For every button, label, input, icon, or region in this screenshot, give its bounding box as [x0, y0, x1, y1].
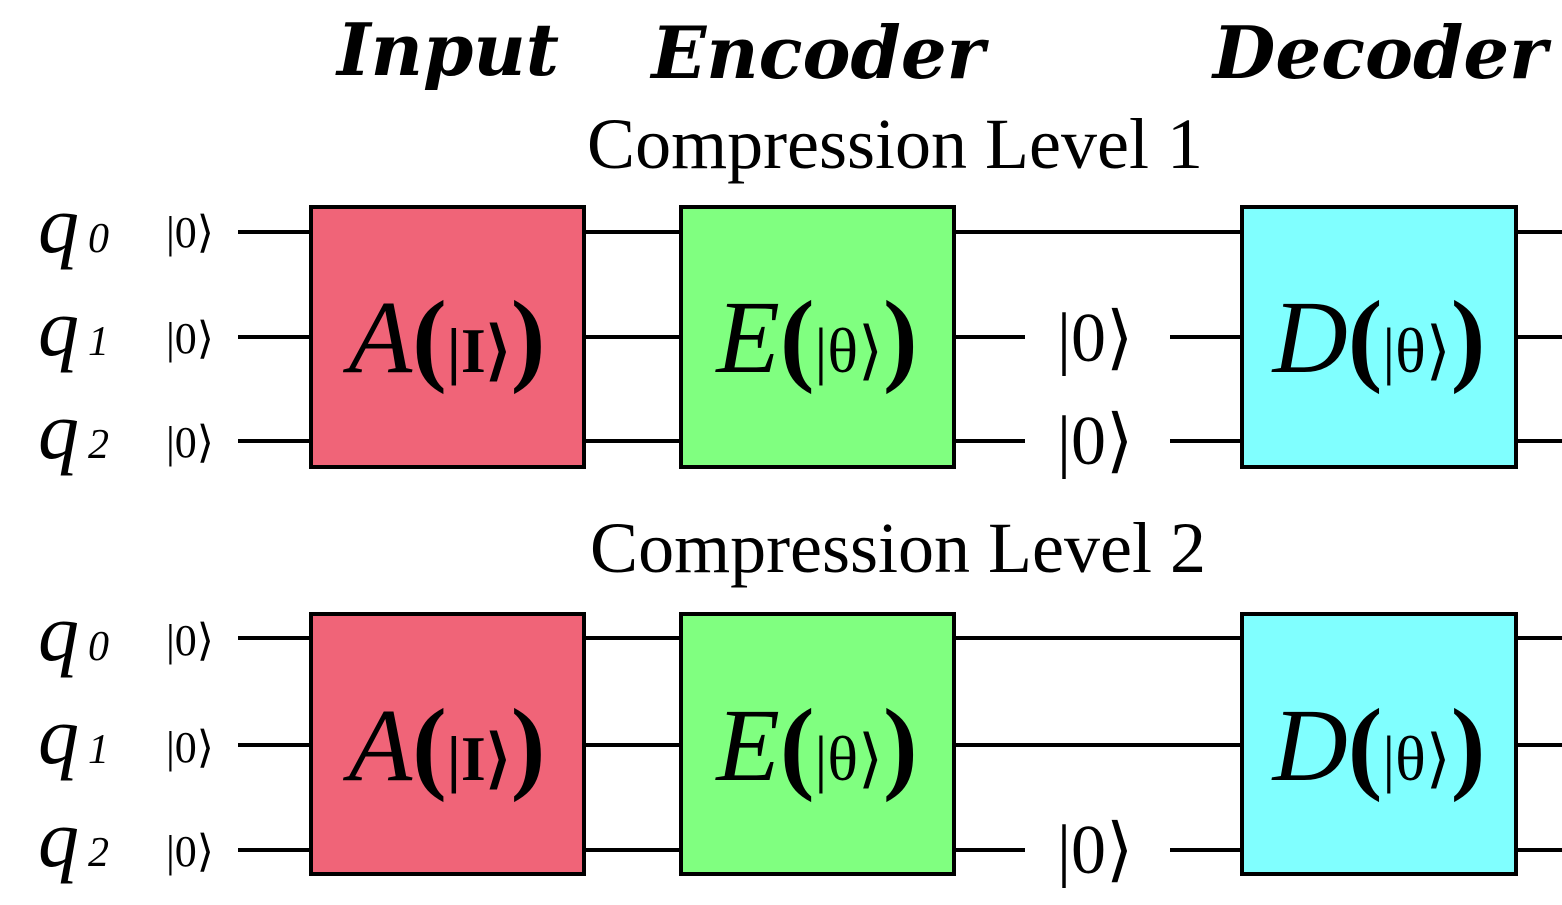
svg-text:D(|θ⟩): D(|θ⟩): [1271, 280, 1486, 395]
svg-text:q: q: [38, 179, 79, 270]
reset-ket-q2: |0⟩: [1057, 812, 1133, 889]
initial-ket-q2: |0⟩: [166, 827, 214, 876]
svg-text:0: 0: [88, 216, 109, 262]
svg-text:q: q: [38, 587, 79, 678]
reset-ket-q1: |0⟩: [1057, 300, 1133, 377]
svg-text:D(|θ⟩): D(|θ⟩): [1271, 688, 1486, 803]
svg-text:2: 2: [88, 422, 109, 468]
svg-text:q: q: [38, 385, 79, 476]
svg-text:E(|θ⟩): E(|θ⟩): [714, 280, 917, 395]
svg-text:1: 1: [88, 727, 109, 773]
header-decoder: Decoder: [1211, 10, 1552, 95]
gate-input: A(|I⟩): [309, 612, 586, 876]
gate-encoder: E(|θ⟩): [679, 612, 956, 876]
gate-input: A(|I⟩): [309, 205, 586, 469]
reset-ket-q2: |0⟩: [1057, 403, 1133, 480]
svg-text:q: q: [38, 282, 79, 373]
svg-text:A(|I⟩): A(|I⟩): [343, 280, 546, 395]
qubit-label-q2: q 2: [38, 793, 109, 884]
gate-decoder: D(|θ⟩): [1240, 205, 1518, 469]
panel-title: Compression Level 1: [587, 104, 1203, 184]
initial-ket-q1: |0⟩: [166, 314, 214, 363]
panel-compression-level-1: Compression Level 1 q 0 q 1 q 2 |0⟩ |0⟩ …: [38, 104, 1562, 480]
qubit-label-q0: q 0: [38, 587, 109, 678]
qubit-label-q1: q 1: [38, 282, 109, 373]
svg-text:1: 1: [88, 319, 109, 365]
svg-text:q: q: [38, 690, 79, 781]
initial-ket-q2: |0⟩: [166, 418, 214, 467]
panel-title: Compression Level 2: [590, 508, 1206, 588]
qubit-label-q2: q 2: [38, 385, 109, 476]
svg-text:A(|I⟩): A(|I⟩): [343, 688, 546, 803]
gate-encoder: E(|θ⟩): [679, 205, 956, 469]
gate-decoder: D(|θ⟩): [1240, 612, 1518, 876]
svg-text:E(|θ⟩): E(|θ⟩): [714, 688, 917, 803]
svg-text:2: 2: [88, 830, 109, 876]
svg-text:0: 0: [88, 624, 109, 670]
svg-text:q: q: [38, 793, 79, 884]
header-input: Input: [335, 7, 559, 92]
panel-compression-level-2: Compression Level 2 q 0 q 1 q 2 |0⟩ |0⟩ …: [38, 508, 1562, 889]
initial-ket-q0: |0⟩: [166, 616, 214, 665]
qubit-label-q1: q 1: [38, 690, 109, 781]
qubit-label-q0: q 0: [38, 179, 109, 270]
header-encoder: Encoder: [649, 10, 989, 95]
initial-ket-q0: |0⟩: [166, 208, 214, 257]
initial-ket-q1: |0⟩: [166, 723, 214, 772]
